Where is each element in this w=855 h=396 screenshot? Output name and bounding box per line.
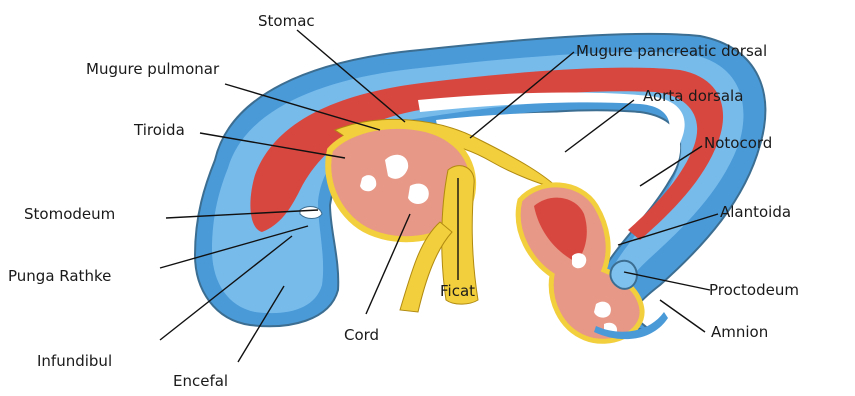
- label-alantoida: Alantoida: [720, 205, 791, 220]
- label-encefal: Encefal: [173, 374, 228, 389]
- label-tiroida: Tiroida: [134, 123, 185, 138]
- stomodeum-notch: [300, 207, 322, 219]
- label-notocord: Notocord: [704, 136, 772, 151]
- proctodeum-ring: [610, 261, 636, 289]
- label-proctodeum: Proctodeum: [709, 283, 799, 298]
- label-aorta-dorsala: Aorta dorsala: [643, 89, 743, 104]
- label-punga-rathke: Punga Rathke: [8, 269, 111, 284]
- label-infundibul: Infundibul: [37, 354, 112, 369]
- label-stomac: Stomac: [258, 14, 315, 29]
- label-stomodeum: Stomodeum: [24, 207, 115, 222]
- embryo-body: [195, 34, 765, 341]
- label-cord: Cord: [344, 328, 379, 343]
- label-ficat: Ficat: [440, 284, 475, 299]
- leader-amnion: [660, 300, 705, 332]
- label-amnion: Amnion: [711, 325, 768, 340]
- label-mugure-pancreatic-dorsal: Mugure pancreatic dorsal: [576, 44, 767, 59]
- label-mugure-pulmonar: Mugure pulmonar: [86, 62, 219, 77]
